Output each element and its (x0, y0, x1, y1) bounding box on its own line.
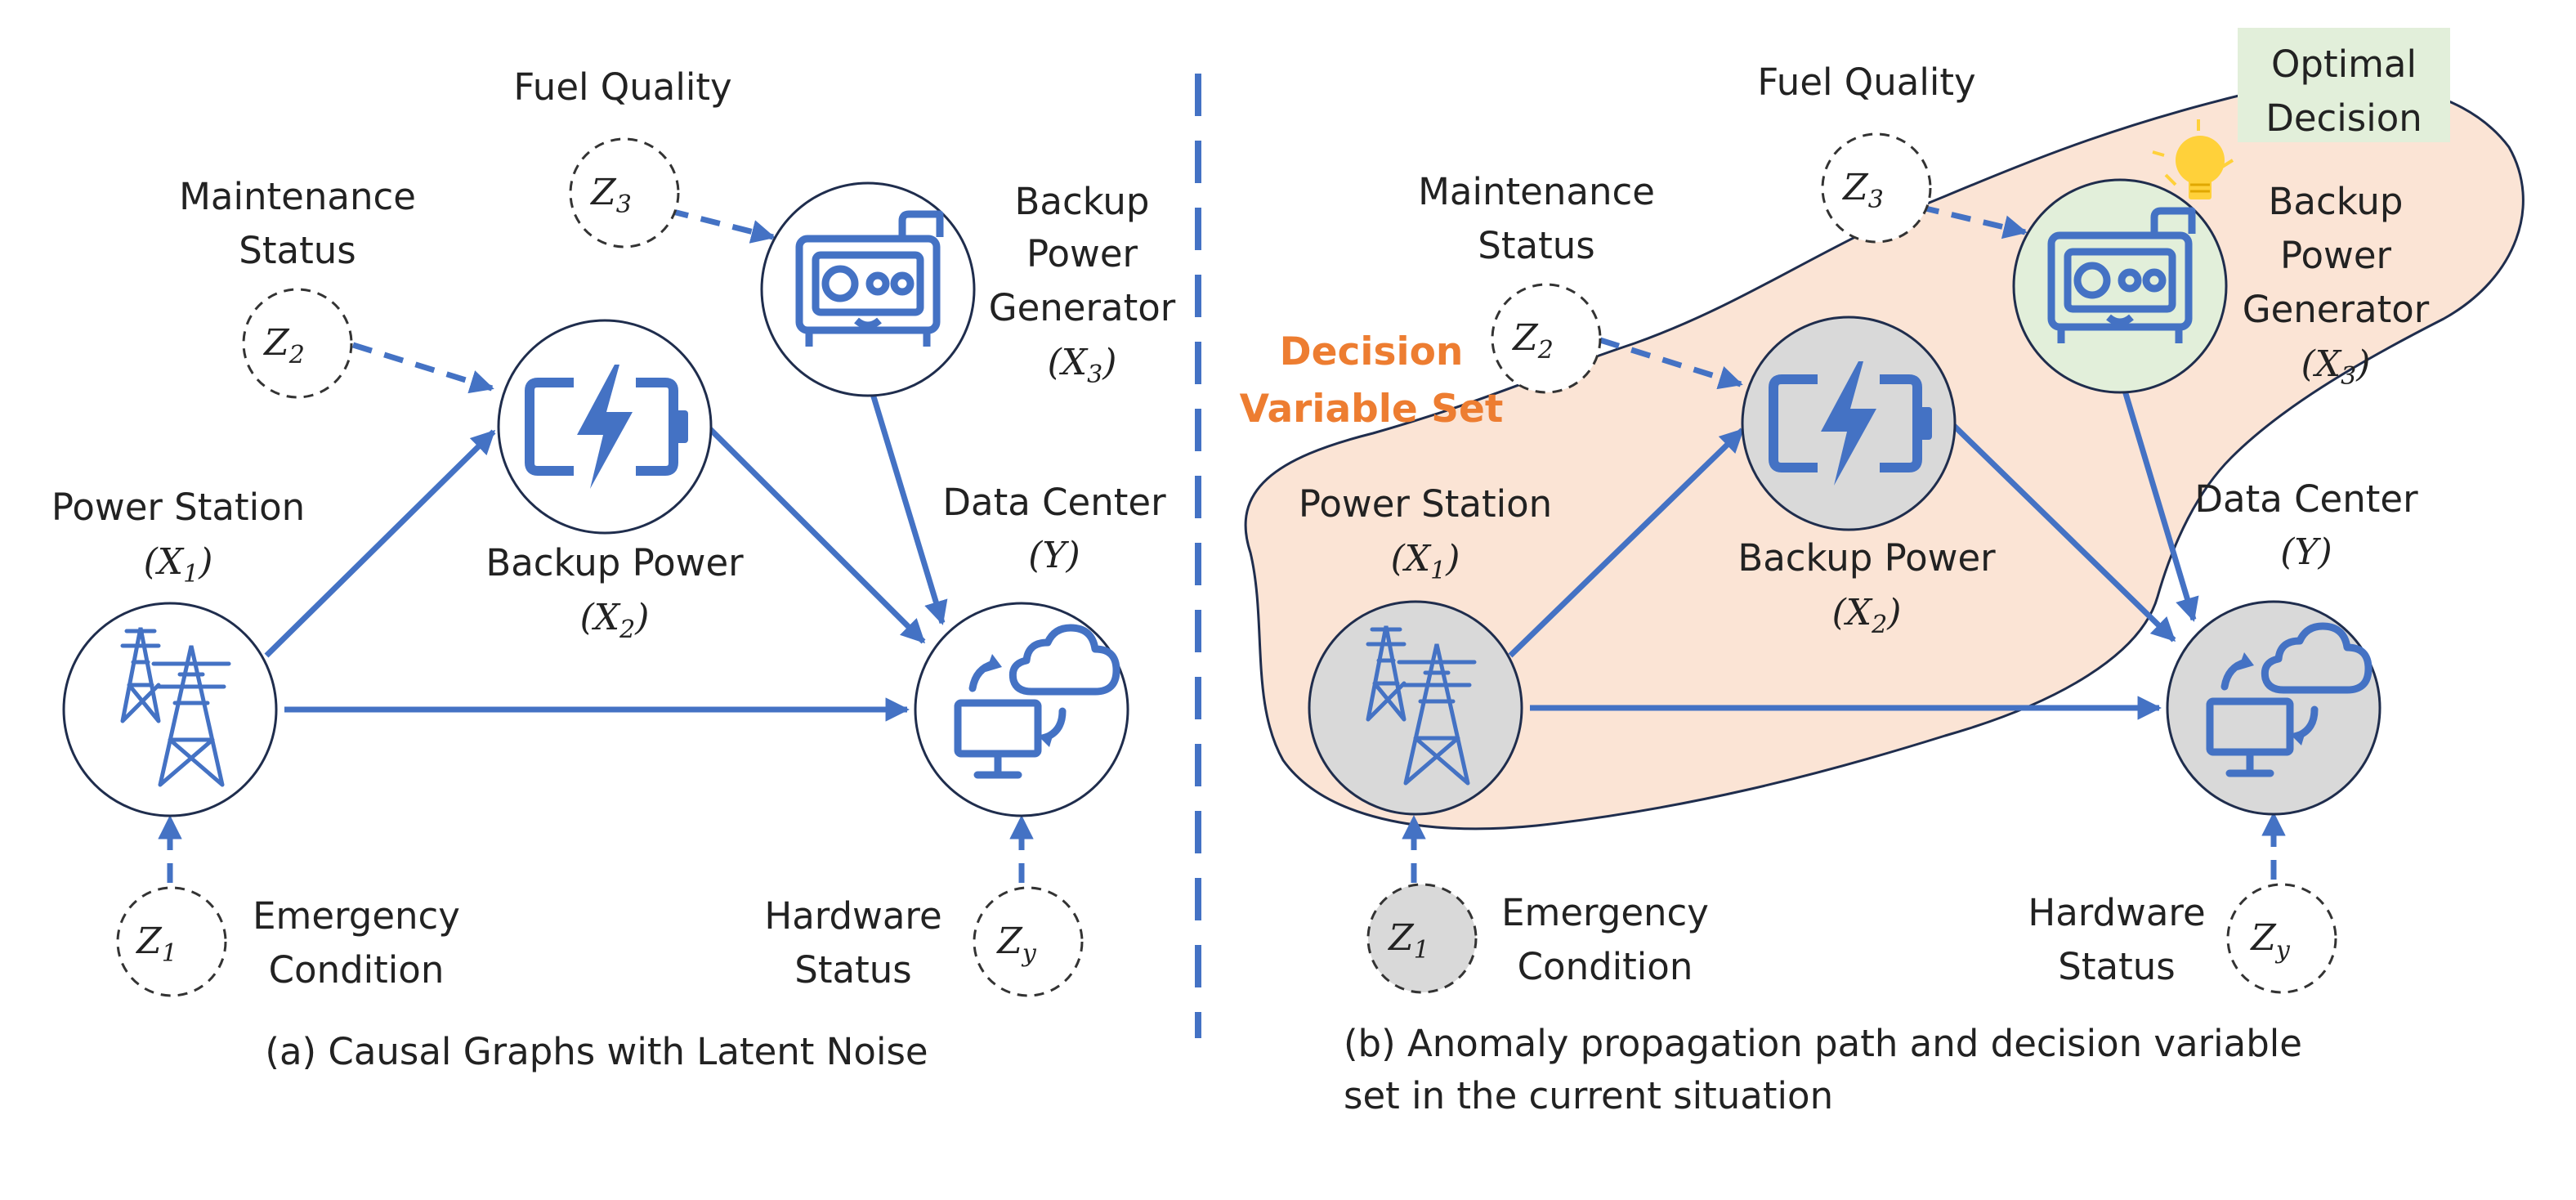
edge-x3-y (870, 392, 948, 625)
label-emergency-a-line1: Emergency (253, 894, 460, 938)
edge-z3-x3 (637, 199, 776, 244)
edge-x3-y-b (2122, 389, 2199, 622)
label-emergency-a-line2: Condition (269, 948, 445, 992)
node-x3-a (760, 181, 976, 397)
node-y-b (2166, 600, 2381, 816)
battery-bolt-icon (1769, 361, 1932, 486)
label-power-station-a: Power Station (51, 486, 305, 529)
svg-text:Z2: Z2 (262, 322, 305, 369)
label-maintenance-b-line1: Maintenance (1418, 170, 1655, 213)
label-data-center-b: Data Center (2194, 477, 2418, 521)
edge-z2-x2 (351, 342, 494, 394)
edge-x2-y (705, 424, 926, 644)
label-x2-a: (X2) (580, 597, 650, 644)
noise-z1-b: Z1 (1366, 883, 1478, 994)
label-generator-b-line3: Generator (2243, 288, 2430, 331)
label-hardware-b-line2: Status (2058, 945, 2175, 988)
label-x3-a: (X3) (1048, 342, 1117, 389)
noise-z1-a: Z1 (116, 886, 227, 997)
svg-text:Z3: Z3 (1841, 167, 1884, 214)
label-hardware-a-line2: Status (794, 948, 911, 992)
node-x1-b (1308, 600, 1523, 816)
label-x2-b: (X2) (1832, 592, 1902, 639)
svg-text:Zy: Zy (995, 920, 1037, 968)
node-x2-b (1741, 316, 1957, 531)
optimal-label-line1: Optimal (2271, 43, 2417, 86)
edge-z2-x2-b (1599, 337, 1743, 390)
noise-zy-a: Zy (973, 886, 1084, 997)
node-x2-a (497, 319, 713, 535)
generator-icon (795, 210, 944, 347)
label-emergency-b-line2: Condition (1518, 945, 1693, 988)
edge-x2-y-b (1949, 421, 2176, 643)
node-x1-a (62, 602, 278, 817)
svg-text:Z3: Z3 (589, 172, 632, 219)
label-data-center-a: Data Center (942, 481, 1166, 524)
decision-label-line1: Decision (1280, 329, 1464, 374)
label-generator-b-line2: Power (2280, 234, 2392, 277)
edge-x1-x2 (264, 429, 496, 658)
noise-z2-a: Z2 (242, 288, 353, 399)
label-fuel-quality-b: Fuel Quality (1757, 60, 1975, 104)
label-fuel-quality-a: Fuel Quality (513, 65, 731, 109)
edge-z3-x3-b (1887, 196, 2028, 240)
decision-label-line2: Variable Set (1240, 387, 1504, 432)
caption-b-line1: (b) Anomaly propagation path and decisio… (1344, 1022, 2302, 1065)
label-x1-b: (X1) (1391, 538, 1460, 585)
noise-z3-b: Z3 (1821, 132, 1932, 244)
label-maintenance-a-line2: Status (239, 229, 356, 272)
node-x3-b (2012, 119, 2234, 394)
label-hardware-a-line1: Hardware (764, 894, 941, 938)
noise-z3-a: Z3 (569, 137, 680, 249)
noise-zy-b: Zy (2226, 883, 2337, 994)
caption-b-line2: set in the current situation (1344, 1074, 1833, 1117)
label-y-a: (Y) (1028, 535, 1080, 576)
noise-edges-a (158, 199, 1034, 883)
label-generator-b-line1: Backup (2269, 180, 2404, 223)
label-y-b: (Y) (2280, 531, 2332, 573)
label-maintenance-a-line1: Maintenance (179, 175, 416, 218)
svg-text:Z2: Z2 (1511, 317, 1554, 365)
generator-icon (2047, 207, 2196, 343)
edge-x1-x2-b (1508, 428, 1745, 658)
battery-bolt-icon (525, 365, 688, 489)
label-x1-a: (X1) (144, 541, 213, 589)
caption-a: (a) Causal Graphs with Latent Noise (265, 1030, 928, 1073)
svg-text:Zy: Zy (2249, 917, 2291, 965)
power-tower-icon (1366, 625, 1477, 786)
label-hardware-b-line1: Hardware (2028, 891, 2205, 934)
noise-edges-b (1402, 196, 2286, 883)
panel-b: Optimal Decision Decision Variable Set (1240, 28, 2525, 1117)
label-x3-b: (X3) (2301, 343, 2371, 391)
label-generator-a-line3: Generator (989, 286, 1176, 329)
edges-b (1508, 389, 2199, 720)
power-tower-icon (120, 627, 231, 787)
label-generator-a-line2: Power (1026, 232, 1138, 275)
optimal-decision-box (2238, 28, 2450, 142)
label-emergency-b-line1: Emergency (1501, 891, 1709, 934)
edges-a (264, 392, 948, 722)
node-y-a (914, 602, 1129, 817)
svg-text:Z1: Z1 (135, 920, 177, 968)
label-power-station-b: Power Station (1299, 482, 1552, 526)
light-bulb-icon (2152, 119, 2234, 199)
noise-z2-b: Z2 (1491, 283, 1602, 394)
panel-a: Z1 Z2 Z3 Zy Power Station (X1) Backup Po… (51, 65, 1176, 1073)
label-backup-power-a: Backup Power (485, 541, 744, 584)
optimal-label-line2: Decision (2265, 96, 2422, 140)
svg-text:Z1: Z1 (1387, 917, 1429, 965)
label-generator-a-line1: Backup (1015, 180, 1150, 223)
label-maintenance-b-line2: Status (1478, 224, 1594, 267)
label-backup-power-b: Backup Power (1737, 536, 1996, 580)
